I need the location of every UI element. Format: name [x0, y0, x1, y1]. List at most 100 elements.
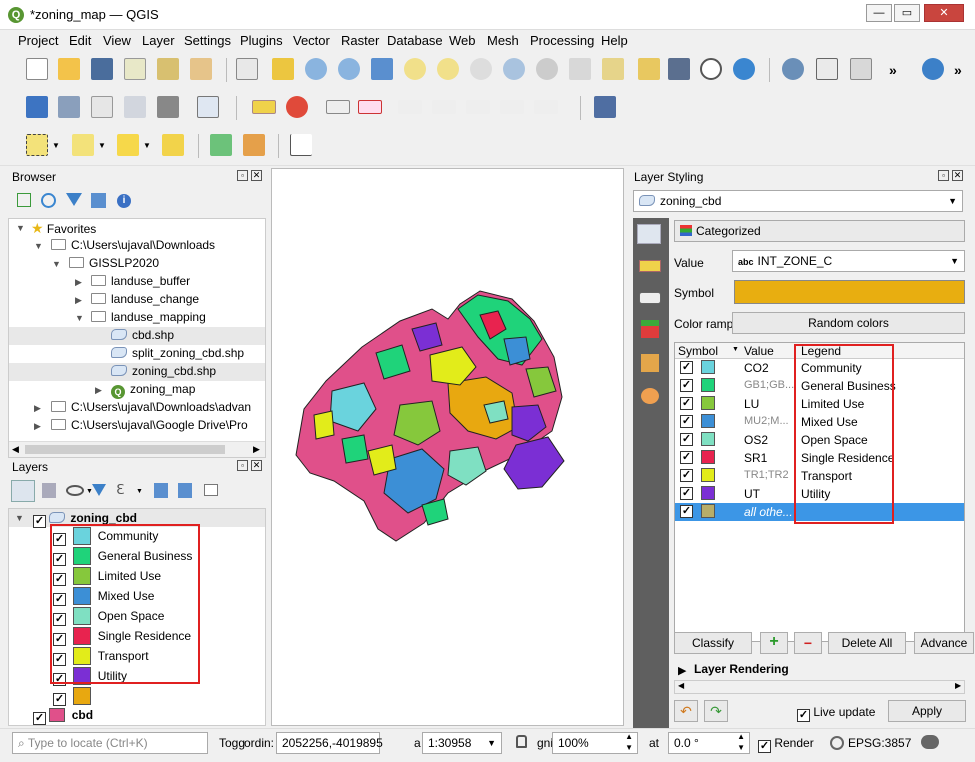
browser-item-zoning-cbd[interactable]: zoning_cbd.shp — [111, 364, 216, 378]
legend-row-other[interactable]: ✓ — [53, 687, 92, 706]
filter-expression-dropdown-icon[interactable]: ▼ — [136, 488, 143, 495]
category-row[interactable]: ✓GB1;GB...General Business — [675, 377, 964, 395]
scale-field[interactable]: 1:30958▼ — [422, 732, 502, 754]
filter-expression-icon[interactable]: ℇ — [116, 481, 125, 497]
masks-icon[interactable] — [639, 292, 661, 304]
manage-map-themes-icon[interactable] — [66, 485, 84, 496]
zoom-in-icon[interactable] — [305, 58, 327, 80]
browser-item-landuse-mapping[interactable]: landuse_mapping — [91, 310, 206, 324]
filter-browser-icon[interactable] — [66, 193, 82, 206]
new-3d-map-icon[interactable] — [602, 58, 624, 80]
menu-help[interactable]: Help — [601, 33, 628, 48]
label-show-hide-icon[interactable] — [432, 100, 456, 114]
menu-processing[interactable]: Processing — [530, 33, 595, 48]
vertex-tool-icon[interactable] — [157, 96, 179, 118]
scroll-right-icon[interactable]: ▶ — [253, 444, 260, 454]
select-dropdown-icon[interactable]: ▼ — [52, 141, 60, 150]
browser-item-google-drive[interactable]: C:\Users\ujaval\Google Drive\Pro — [51, 418, 248, 432]
add-group-icon[interactable] — [42, 483, 56, 498]
zoom-to-layer-icon[interactable] — [437, 58, 459, 80]
label-properties-icon[interactable] — [534, 100, 558, 114]
3d-view-icon[interactable] — [641, 320, 659, 338]
expression-dropdown-icon[interactable]: ▼ — [98, 141, 106, 150]
locator-search-input[interactable]: ⌕ Type to locate (Ctrl+K) — [12, 732, 208, 754]
deselect-dropdown-icon[interactable]: ▼ — [143, 141, 151, 150]
layers-float-icon[interactable]: ▫ — [237, 460, 248, 471]
labels-icon[interactable] — [639, 260, 661, 272]
expand-all-icon[interactable] — [154, 483, 168, 498]
symbol-button[interactable] — [734, 280, 965, 304]
category-checkbox[interactable]: ✓ — [53, 693, 66, 706]
browser-item-favorites[interactable]: ★ Favorites — [31, 220, 97, 236]
pan-to-selection-icon[interactable] — [272, 58, 294, 80]
messages-icon[interactable] — [921, 735, 939, 749]
processing-toolbox-icon[interactable] — [210, 134, 232, 156]
legend-row[interactable]: ✓ Single Residence — [53, 627, 191, 646]
rotation-field[interactable]: 0.0 °▲▼ — [668, 732, 750, 754]
data-source-manager-icon[interactable] — [26, 96, 48, 118]
category-checkbox[interactable]: ✓ — [680, 415, 693, 428]
collapse-all-icon[interactable] — [91, 193, 106, 208]
color-ramp-button[interactable]: Random colors — [732, 312, 965, 334]
render-checkbox[interactable]: ✓ — [758, 740, 771, 753]
toggle-extents-label[interactable]: Togg — [219, 736, 246, 750]
styling-hscrollbar[interactable]: ◀ ▶ — [674, 680, 965, 694]
menu-plugins[interactable]: Plugins — [240, 33, 283, 48]
category-checkbox[interactable]: ✓ — [53, 533, 66, 546]
magnifier-field[interactable]: 100%▲▼ — [552, 732, 638, 754]
add-vector-layer-icon[interactable] — [58, 96, 80, 118]
category-checkbox[interactable]: ✓ — [680, 433, 693, 446]
diagrams-icon[interactable] — [641, 354, 659, 372]
zoom-native-icon[interactable] — [470, 58, 492, 80]
info-icon[interactable]: i — [117, 194, 131, 208]
layer-visibility-checkbox[interactable]: ✓ — [33, 515, 46, 528]
open-project-icon[interactable] — [58, 58, 80, 80]
browser-item-landuse-buffer[interactable]: landuse_buffer — [91, 274, 190, 288]
styling-close-icon[interactable]: ✕ — [952, 170, 963, 181]
layer-styling-toggle-icon[interactable] — [11, 480, 35, 502]
column-value[interactable]: Value — [744, 344, 774, 358]
zoom-to-selection-icon[interactable] — [404, 58, 426, 80]
category-checkbox[interactable]: ✓ — [680, 487, 693, 500]
maximize-button[interactable]: ▭ — [894, 4, 920, 22]
legend-row[interactable]: ✓ Open Space — [53, 607, 164, 626]
attribute-table-icon[interactable] — [816, 58, 838, 80]
category-checkbox[interactable]: ✓ — [53, 613, 66, 626]
category-checkbox[interactable]: ✓ — [53, 553, 66, 566]
menu-edit[interactable]: Edit — [69, 33, 92, 48]
layer-visibility-checkbox[interactable]: ✓ — [33, 712, 46, 725]
layout-manager-icon[interactable] — [157, 58, 179, 80]
add-category-icon[interactable]: + — [760, 632, 788, 654]
field-calculator-icon[interactable] — [850, 58, 872, 80]
scroll-left-icon[interactable]: ◀ — [678, 681, 685, 690]
save-project-icon[interactable] — [91, 58, 113, 80]
map-themes-dropdown-icon[interactable]: ▼ — [86, 488, 93, 495]
browser-item-split-zoning[interactable]: split_zoning_cbd.shp — [111, 346, 244, 360]
menu-vector[interactable]: Vector — [293, 33, 330, 48]
advanced-button[interactable]: Advance — [914, 632, 974, 654]
zoom-next-icon[interactable] — [536, 58, 558, 80]
highlight-labels-icon[interactable] — [358, 100, 382, 114]
toolbar-overflow-icon[interactable]: » — [889, 62, 897, 78]
temporal-clock-icon[interactable] — [700, 58, 722, 80]
render-toggle[interactable]: ✓ Render — [758, 736, 814, 753]
history-icon[interactable] — [641, 388, 659, 404]
toolbar-overflow-2-icon[interactable]: » — [954, 62, 962, 78]
zoom-out-icon[interactable] — [338, 58, 360, 80]
label-move-icon[interactable] — [398, 100, 422, 114]
show-bookmarks-icon[interactable] — [668, 58, 690, 80]
remove-category-icon[interactable]: − — [794, 632, 822, 654]
menu-layer[interactable]: Layer — [142, 33, 175, 48]
style-manager-icon[interactable] — [190, 58, 212, 80]
label-rotate-icon[interactable] — [466, 100, 490, 114]
legend-row[interactable]: ✓ General Business — [53, 547, 192, 566]
plugins-globe-icon[interactable] — [922, 58, 944, 80]
legend-row[interactable]: ✓ Mixed Use — [53, 587, 154, 606]
redo-icon[interactable]: ↷ — [704, 700, 728, 722]
browser-item-downloads-advan[interactable]: C:\Users\ujaval\Downloads\advan — [51, 400, 251, 414]
